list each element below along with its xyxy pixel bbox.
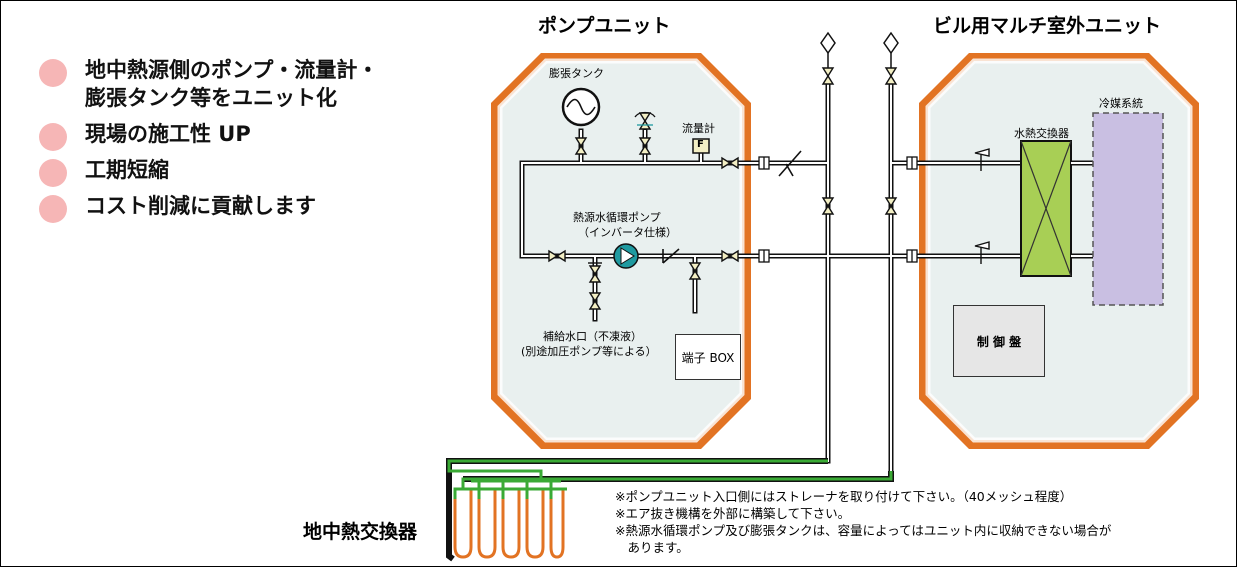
notes: ※ポンプユニット入口側にはストレーナを取り付けて下さい。（40メッシュ程度） ※… [615,488,1111,556]
expansion-tank-label: 膨張タンク [549,67,604,80]
feature-item: 工期短縮 [39,156,378,187]
ground-hx-title: 地中熱交換器 [303,521,418,543]
pump-label-line1: 熱源水循環ポンプ [573,211,661,224]
note-line: あります。 [615,540,689,555]
feature-item: コスト削減に貢献します [39,192,378,223]
strainer-icon [778,150,802,177]
expansion-tank-icon [561,87,601,127]
bullet-dot-icon [39,59,67,87]
pump-label-line2: （インバータ仕様） [578,226,677,239]
bullet-dot-icon [39,123,67,151]
water-hx-label: 水熱交換器 [1014,127,1069,140]
feature-item: 現場の施工性 UP [39,120,378,151]
flow-meter-label: 流量計 [682,122,715,135]
refrigerant-system-box [1092,112,1164,306]
water-heat-exchanger [1020,140,1072,277]
sensor-icons [974,148,990,264]
feature-list: 地中熱源側のポンプ・流量計・膨張タンク等をユニット化 現場の施工性 UP 工期短… [39,56,378,228]
flow-meter-symbol: F [697,139,704,150]
note-line: ※熱源水循環ポンプ及び膨張タンクは、容量によってはユニット内に収納できない場合が [615,523,1112,538]
bullet-dot-icon [39,159,67,187]
makeup-label-line1: 補給水口（不凍液） [543,330,642,343]
check-valve-icon [662,248,680,264]
makeup-label-line2: (別途加圧ポンプ等による） [521,345,657,358]
ground-loop-headers [453,481,567,499]
control-panel-label: 制 御 盤 [976,334,1022,349]
pump-unit-title: ポンプユニット [538,15,671,37]
relief-valve-icon [634,111,656,126]
flow-meter-icon [692,138,710,154]
note-line: ※ポンプユニット入口側にはストレーナを取り付けて下さい。（40メッシュ程度） [615,489,1073,504]
pump-icon [613,243,639,269]
refrigerant-label: 冷媒系統 [1099,97,1143,110]
terminal-box: 端子 BOX [675,334,741,380]
ground-loop-u-tubes [453,489,565,559]
bullet-dot-icon [39,195,67,223]
outdoor-unit-title: ビル用マルチ室外ユニット [933,15,1162,37]
terminal-box-label: 端子 BOX [681,350,735,365]
control-panel: 制 御 盤 [953,305,1045,377]
air-vent-left-icon [820,31,836,81]
ground-heat-exchanger-pipes [446,458,894,562]
note-line: ※エア抜き機構を外部に構築して下さい。 [615,506,851,521]
feature-item: 地中熱源側のポンプ・流量計・膨張タンク等をユニット化 [39,56,378,112]
